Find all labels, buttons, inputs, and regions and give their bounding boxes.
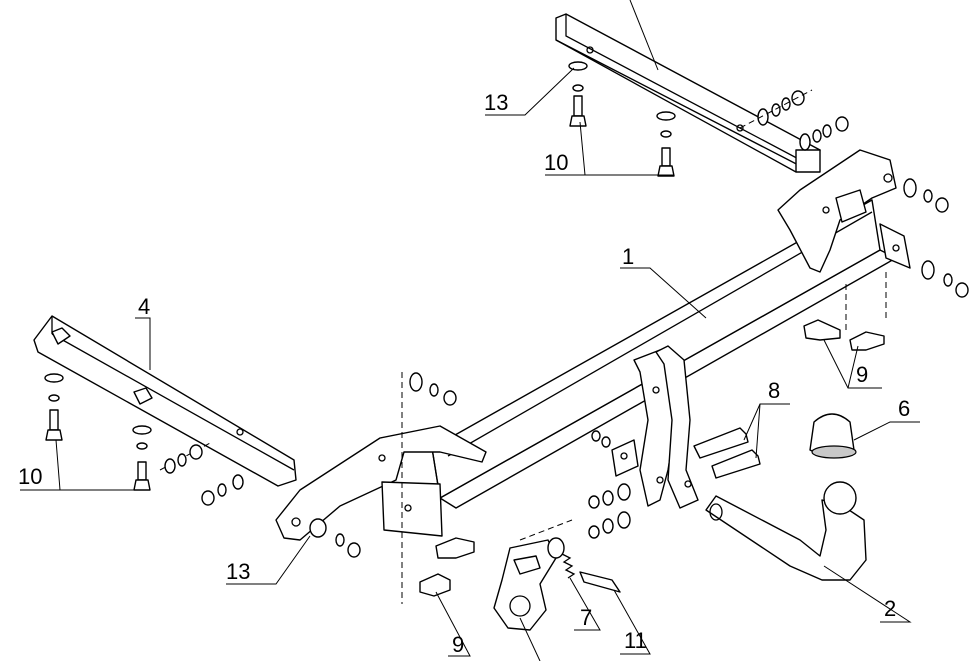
left-nut-washer-set	[159, 441, 244, 506]
upper-mounting-bracket	[555, 13, 821, 173]
bolt-11	[579, 571, 621, 593]
socket-plate	[493, 519, 573, 631]
right-mounting-plate	[777, 149, 911, 330]
left-bolt-10-b	[132, 425, 152, 491]
callout-10-lower: 10	[18, 464, 42, 489]
tow-ball-arm	[705, 481, 867, 581]
callout-9-right: 9	[856, 362, 868, 387]
callout-9-left: 9	[452, 632, 464, 657]
bolt-8-pair	[693, 427, 761, 479]
callout-labels: 1 2 4 6 7 8 9 9 10 10 11 13 13	[18, 90, 910, 657]
callout-6: 6	[898, 396, 910, 421]
upper-bolt-10-right	[656, 111, 676, 177]
callout-13-lower: 13	[226, 559, 250, 584]
callout-7: 7	[580, 605, 592, 630]
upper-bolt-10-left	[568, 61, 588, 127]
upper-nut-washer-set	[739, 89, 849, 151]
left-mounting-plate	[275, 372, 487, 604]
center-fasteners	[588, 430, 639, 539]
bolt-9-right-pair	[803, 319, 885, 351]
left-side-bracket	[33, 315, 297, 487]
callout-4: 4	[138, 294, 150, 319]
leader-lines	[20, 0, 920, 661]
callout-10-upper: 10	[544, 150, 568, 175]
callout-1: 1	[622, 244, 634, 269]
ball-cover-6	[809, 413, 857, 459]
left-bolt-10-a	[44, 373, 64, 441]
right-plate-fasteners	[903, 178, 969, 298]
spring-7	[547, 537, 576, 579]
center-hitch-bracket	[633, 345, 699, 509]
callout-2: 2	[884, 596, 896, 621]
left-plate-fasteners	[309, 372, 457, 558]
callout-8: 8	[768, 378, 780, 403]
callout-13-upper: 13	[484, 90, 508, 115]
callout-11: 11	[624, 628, 647, 653]
bolt-9-left-pair	[419, 537, 475, 597]
